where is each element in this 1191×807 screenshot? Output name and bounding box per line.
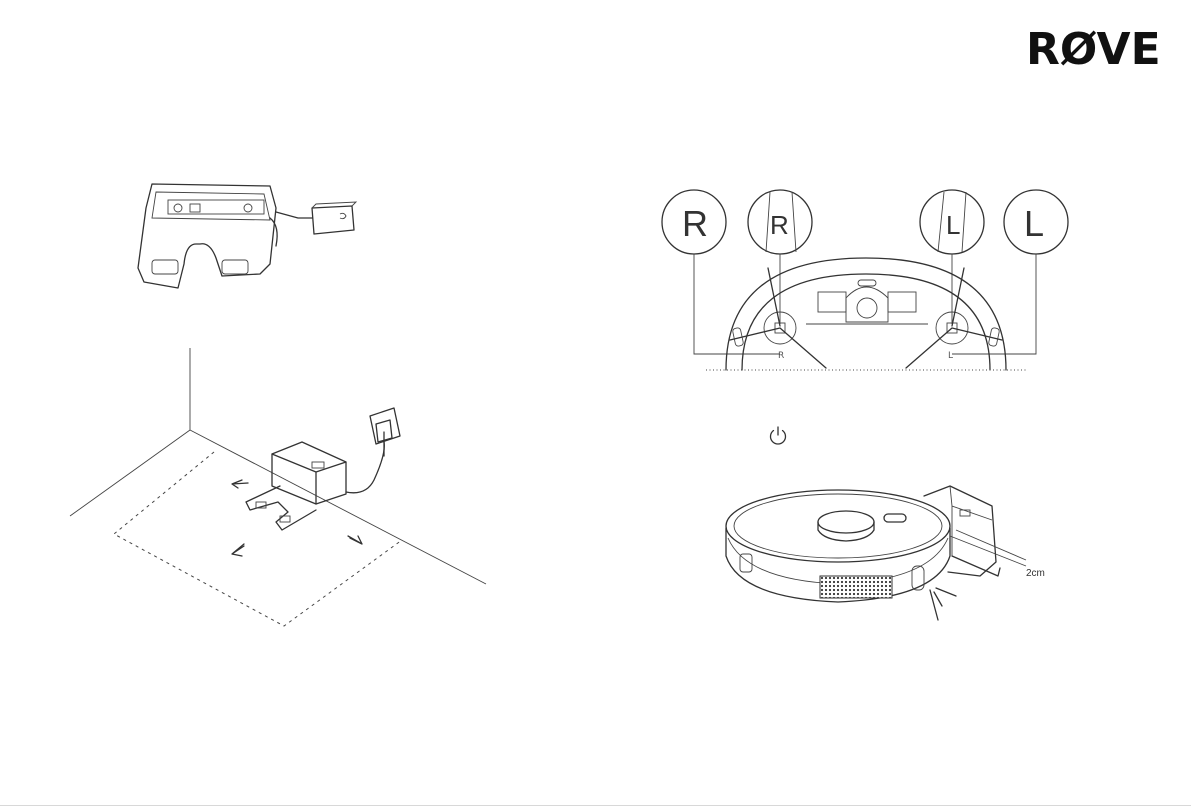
power-adapter bbox=[312, 206, 354, 234]
power-icon bbox=[766, 424, 790, 448]
side-brush-r: R bbox=[730, 268, 826, 368]
base-station-adapter-figure bbox=[130, 178, 370, 298]
circle-label: R bbox=[682, 203, 708, 244]
screw bbox=[244, 204, 252, 212]
leader-line-l bbox=[952, 254, 1036, 354]
dock-station bbox=[924, 486, 996, 576]
brush-tag: R bbox=[778, 351, 784, 361]
robot-button bbox=[884, 514, 906, 522]
brand-logo: RØVE bbox=[1026, 26, 1162, 68]
station-body bbox=[272, 442, 346, 504]
wall-socket bbox=[370, 408, 400, 444]
robot-docking-figure: 2cm bbox=[716, 484, 1066, 624]
distance-line bbox=[950, 536, 1026, 566]
circle-r-brush: R bbox=[748, 190, 812, 254]
rove-logo-mark: RØVE bbox=[1026, 26, 1162, 68]
front-caster bbox=[857, 298, 877, 318]
side-brush-install-figure: R R L L bbox=[656, 188, 1056, 378]
robot-outer-arc bbox=[726, 258, 1006, 370]
brush-tag: L bbox=[948, 351, 953, 361]
wall-floor-edge-left bbox=[70, 430, 190, 516]
sensor-left bbox=[818, 292, 846, 312]
circle-label: L bbox=[1024, 203, 1044, 244]
circle-label: R bbox=[770, 210, 789, 240]
arrow-down bbox=[232, 544, 244, 556]
circle-l-brush: L bbox=[920, 190, 984, 254]
circle-l-plain: L bbox=[1004, 190, 1068, 254]
front-caster-housing bbox=[846, 287, 888, 322]
logo-text: RØVE bbox=[1026, 26, 1161, 68]
arrow-right bbox=[348, 536, 362, 544]
circle-label: L bbox=[946, 210, 960, 240]
distance-label: 2cm bbox=[1026, 568, 1045, 579]
sensor-right bbox=[888, 292, 916, 312]
foot-pad-right bbox=[222, 260, 248, 274]
contact bbox=[190, 204, 200, 212]
arrow-left bbox=[232, 480, 248, 488]
adapter-plug-icon bbox=[340, 213, 346, 218]
side-brush-l: L bbox=[906, 268, 1002, 368]
foot-pad-left bbox=[152, 260, 178, 274]
front-mesh bbox=[820, 576, 892, 598]
side-brush bbox=[930, 588, 956, 620]
adapter-cable bbox=[276, 212, 312, 218]
lidar-cylinder bbox=[818, 522, 874, 541]
lidar-top bbox=[818, 511, 874, 533]
leader-line-r bbox=[694, 254, 780, 354]
wall-floor-edge-right bbox=[190, 430, 486, 584]
page-bottom-edge bbox=[0, 805, 1191, 806]
base-top-panel bbox=[152, 192, 270, 220]
robot-top bbox=[726, 490, 950, 562]
screw bbox=[174, 204, 182, 212]
base-station-placement-figure bbox=[66, 344, 496, 634]
station-indicator bbox=[312, 462, 324, 468]
circle-r-plain: R bbox=[662, 190, 726, 254]
